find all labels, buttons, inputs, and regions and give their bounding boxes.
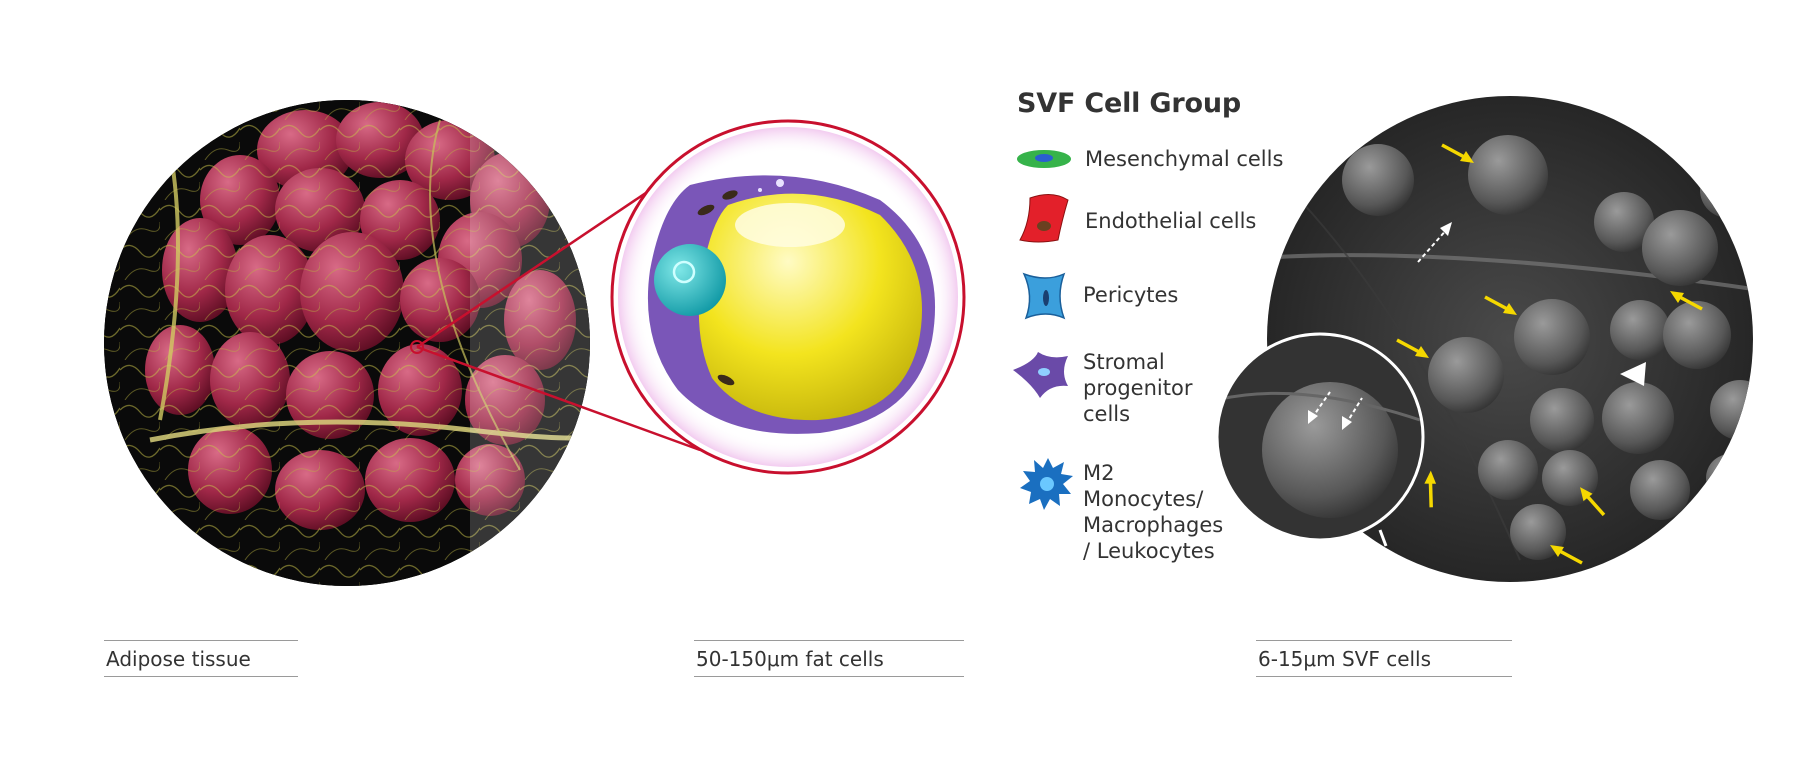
mesenchymal-cell-icon xyxy=(1017,150,1071,168)
svf-inset-image xyxy=(1215,332,1425,547)
endothelial-cell-icon xyxy=(1019,194,1069,243)
adipose-tissue-image xyxy=(104,100,590,586)
legend-title: SVF Cell Group xyxy=(1017,88,1241,119)
fat-cell-illustration xyxy=(610,119,966,475)
caption-svf-cells: 6-15μm SVF cells xyxy=(1256,640,1512,677)
caption-adipose-tissue: Adipose tissue xyxy=(104,640,298,677)
stromal-progenitor-cell-icon xyxy=(1013,352,1068,398)
legend-label-mesenchymal: Mesenchymal cells xyxy=(1085,147,1284,171)
legend-label-pericytes: Pericytes xyxy=(1083,283,1179,307)
pericyte-icon xyxy=(1022,272,1066,320)
m2-monocyte-icon xyxy=(1020,458,1073,510)
caption-fat-cells: 50-150μm fat cells xyxy=(694,640,964,677)
zoom-lines xyxy=(410,174,701,452)
legend-label-m2-monocytes: M2 Monocytes/ Macrophages / Leukocytes xyxy=(1083,461,1224,563)
legend-label-endothelial: Endothelial cells xyxy=(1085,209,1257,233)
legend-label-stromal: Stromal progenitor cells xyxy=(1083,350,1193,426)
